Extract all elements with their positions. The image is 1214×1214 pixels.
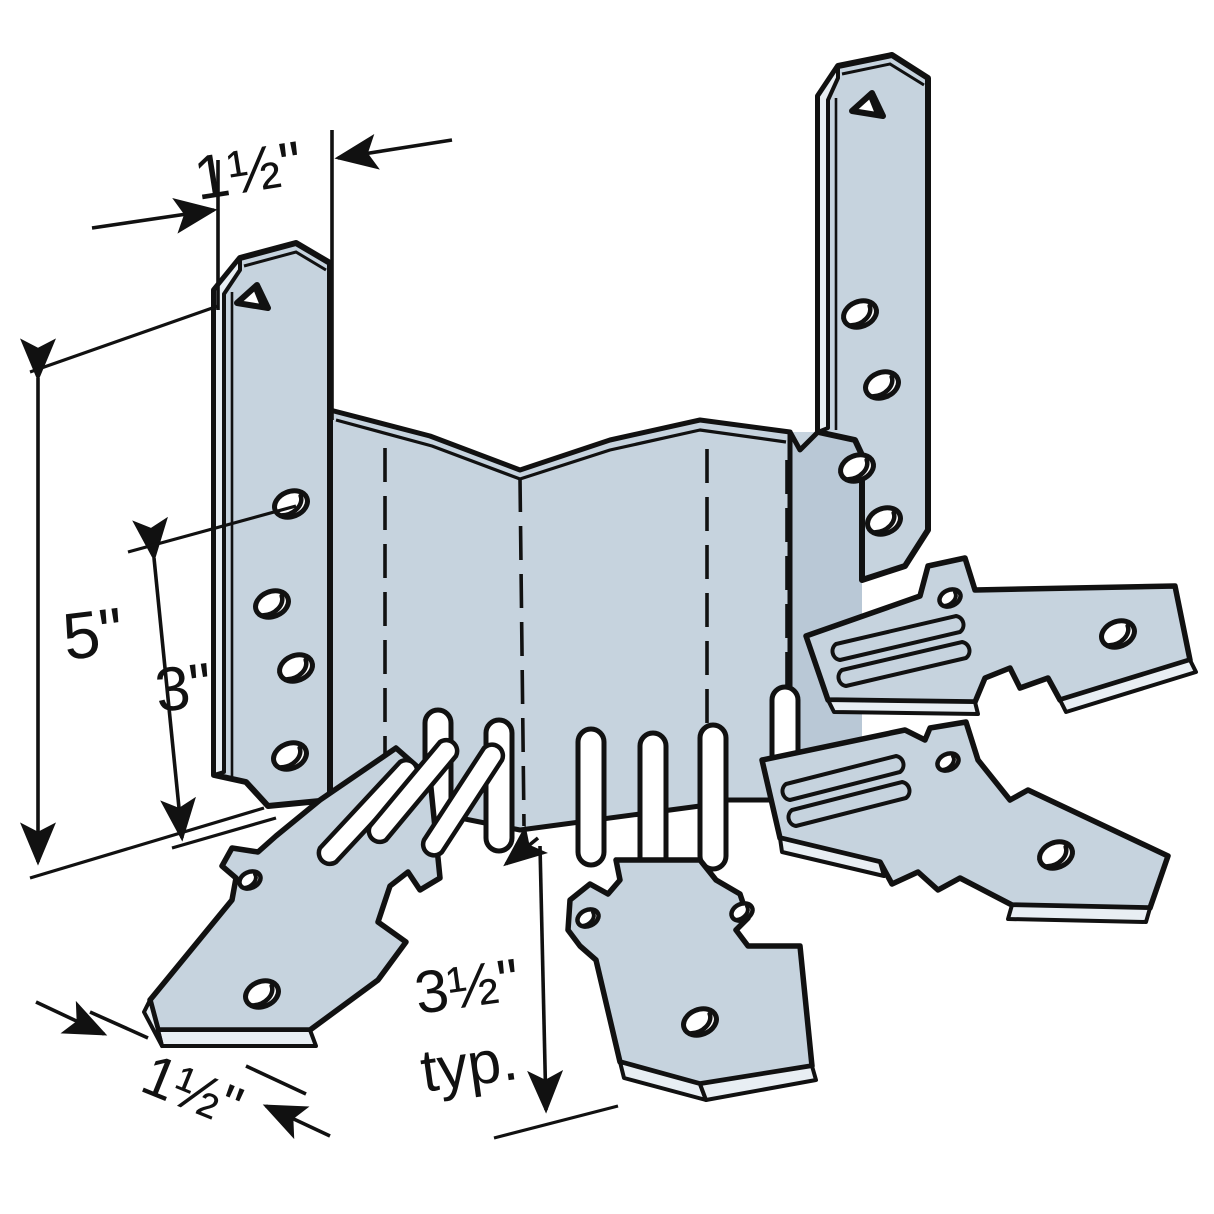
extension-line: [171, 816, 277, 850]
dimension-label-base-depth-typ: typ.: [416, 1025, 521, 1105]
body-top-fold-highlight: [335, 418, 787, 481]
slot: [697, 722, 729, 872]
dimension-line-3in: [132, 516, 196, 842]
left-base-flange: [142, 737, 506, 1048]
center-base-flange: [565, 857, 818, 1102]
dimension-label-lower-height: 3": [151, 651, 215, 726]
right-lower-flange-edge-near: [778, 836, 886, 878]
dimension-arrow-up: [503, 825, 549, 867]
right-lower-flange-edge: [1006, 903, 1152, 924]
stiffener-rib: [786, 779, 912, 829]
stiffener-rib: [366, 737, 460, 845]
dimension-label-base-depth: 3½": [410, 946, 523, 1027]
extension-line: [245, 1064, 307, 1096]
right-vertical-plate: [787, 52, 931, 583]
right-plate-step: [787, 430, 820, 453]
extension-line: [493, 1104, 619, 1140]
right-upper-base-flange: [803, 555, 1198, 716]
right-upper-flange-edge-near: [826, 698, 980, 716]
dimension-overall-height: 5": [20, 304, 265, 880]
slot: [483, 717, 515, 854]
extension-line: [127, 504, 297, 554]
left-vertical-plate: [211, 240, 333, 809]
left-plate-edge: [212, 256, 242, 777]
stiffener-rib: [830, 613, 966, 663]
dimension-label-overall-height: 5": [59, 593, 128, 674]
dimension-top-width: 1½": [91, 129, 453, 420]
right-upper-flange-edge: [1058, 658, 1198, 714]
slot: [637, 730, 669, 878]
right-plate-top-chamfer: [841, 62, 925, 87]
right-lower-base-flange: [759, 719, 1171, 924]
extension-line: [29, 304, 219, 374]
center-flange-face: [565, 857, 815, 1087]
center-flange-edge-right: [698, 1064, 818, 1102]
fold-line-2: [518, 477, 526, 827]
dimension-line-depth: [527, 845, 564, 1114]
dimension-arrow-left: [35, 1000, 108, 1036]
slot: [575, 726, 607, 868]
left-flange-edge: [156, 1028, 318, 1048]
dimension-label-top-width: 1½": [189, 129, 307, 214]
dimension-arrow-left: [91, 197, 218, 234]
stiffener-rib: [316, 757, 420, 867]
dimension-lower-height: 3": [127, 504, 297, 850]
stiffener-rib: [836, 639, 972, 689]
stiffener-rib: [780, 753, 906, 803]
dimension-arrow-right: [334, 134, 453, 170]
stiffener-rib: [420, 742, 506, 858]
left-plate-top-chamfer: [243, 250, 327, 272]
dimension-arrow-right: [262, 1104, 331, 1140]
extension-line: [29, 806, 265, 880]
dimension-base-depth: 3½" typ.: [410, 825, 619, 1140]
left-flange-edge-corner: [142, 998, 164, 1048]
